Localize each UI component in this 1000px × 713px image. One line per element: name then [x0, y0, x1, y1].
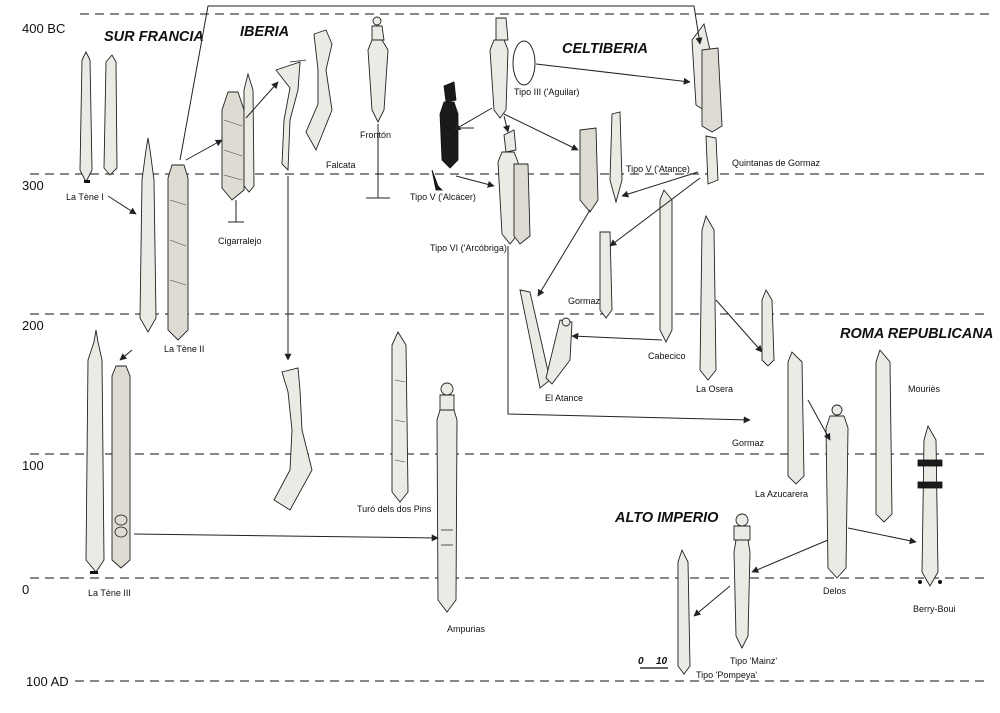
label-turo-dels-dos-pins: Turó dels dos Pins — [357, 504, 432, 514]
region-iberia: IBERIA — [240, 24, 289, 40]
time-label-400bc: 400 BC — [22, 21, 65, 36]
time-label-100: 100 — [22, 458, 44, 473]
label-la-tene-2: La Tène II — [164, 344, 204, 354]
label-tipo-iii-aguilar: Tipo III ('Aguilar) — [514, 87, 579, 97]
sword-delos — [825, 404, 849, 579]
time-label-100ad: 100 AD — [26, 674, 69, 689]
time-labels: 400 BC 300 200 100 0 100 AD — [22, 21, 69, 689]
time-label-200: 200 — [22, 318, 44, 333]
sword-la-osera — [699, 214, 717, 381]
time-label-0: 0 — [22, 582, 29, 597]
sword-tipo-pompeya — [677, 548, 691, 675]
label-fronton: Frontón — [360, 130, 391, 140]
region-alto-imperio: ALTO IMPERIO — [614, 510, 719, 526]
sword-tipo-v-atance — [579, 111, 623, 213]
connection-arrows — [107, 5, 917, 617]
scale-zero: 0 — [638, 656, 644, 667]
sword-roma-upper — [761, 288, 775, 367]
label-el-atance: El Atance — [545, 393, 583, 403]
label-cabecico: Cabecico — [648, 351, 686, 361]
sword-ampurias — [436, 382, 458, 613]
label-quintanas-de-gormaz: Quintanas de Gormaz — [732, 158, 821, 168]
sword-el-atance — [519, 289, 573, 389]
label-la-azucarera: La Azucarera — [755, 489, 808, 499]
region-roma-republicana: ROMA REPUBLICANA — [840, 326, 993, 342]
sword-falcata-late — [273, 367, 313, 511]
label-la-tene-1: La Tène I — [66, 192, 104, 202]
region-sur-francia: SUR FRANCIA — [104, 29, 204, 45]
label-tipo-v-alcacer: Tipo V ('Alcácer) — [410, 192, 476, 202]
label-tipo-vi-arcobriga: Tipo VI ('Arcóbriga) — [430, 243, 507, 253]
label-berry-bouy: Berry-Boui — [913, 604, 956, 614]
sword-falcata — [275, 29, 333, 172]
time-label-300: 300 — [22, 178, 44, 193]
sword-quintanas-de-gormaz — [691, 22, 723, 185]
sword-cabecico — [659, 189, 673, 344]
label-tipo-mainz: Tipo 'Mainz' — [730, 656, 777, 666]
sword-berry-bouy — [917, 424, 943, 587]
sword-cigarralejo — [221, 72, 255, 223]
sword-tipo-v-alcacer — [431, 81, 474, 191]
label-gormaz-2: Gormaz — [732, 438, 765, 448]
label-delos: Delos — [823, 586, 847, 596]
sword-tipo-vi-arcobriga — [497, 129, 531, 245]
region-celtiberia: CELTIBERIA — [562, 41, 648, 57]
sword-la-tene-3 — [85, 329, 131, 574]
sword-tipo-mainz — [733, 513, 751, 650]
label-la-osera: La Osera — [696, 384, 733, 394]
label-la-tene-3: La Tène III — [88, 588, 131, 598]
label-cigarralejo: Cigarralejo — [218, 236, 262, 246]
label-mouries: Mouriès — [908, 384, 941, 394]
scale-ten: 10 — [656, 656, 668, 667]
region-headings: SUR FRANCIA IBERIA CELTIBERIA ROMA REPUB… — [104, 24, 993, 526]
sword-tipo-iii-aguilar — [489, 17, 536, 119]
label-falcata: Falcata — [326, 160, 356, 170]
sword-turo-dels-dos-pins — [391, 331, 409, 503]
sword-mouries — [875, 349, 893, 523]
label-gormaz-1: Gormaz — [568, 296, 601, 306]
label-tipo-v-atance: Tipo V ('Atance) — [626, 164, 690, 174]
scale-bar: 0 10 — [638, 656, 668, 669]
sword-la-azucarera — [787, 351, 805, 485]
label-ampurias: Ampurias — [447, 624, 486, 634]
label-tipo-pompeya: Tipo 'Pompeya' — [696, 670, 757, 680]
sword-fronton — [366, 16, 390, 199]
sword-gormaz-1 — [599, 231, 613, 319]
sword-la-tene-1 — [79, 50, 118, 184]
sword-la-tene-2 — [139, 137, 189, 341]
